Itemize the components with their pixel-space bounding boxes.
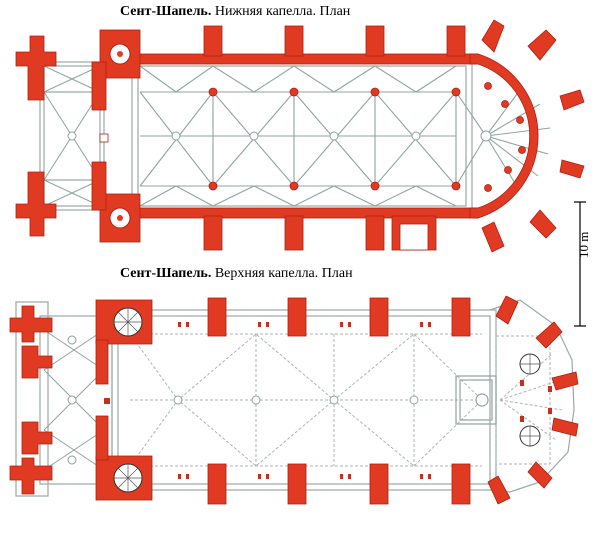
upper-chapel-title-bold: Сент-Шапель. xyxy=(120,266,212,281)
upper-walls xyxy=(9,295,579,505)
lower-chapel-plan xyxy=(15,19,585,253)
upper-altar-platform xyxy=(455,375,497,425)
lower-red-piers xyxy=(208,82,526,192)
upper-chapel-title: Сент-Шапель. Верхняя капелла. План xyxy=(120,266,353,282)
lower-bosses xyxy=(67,130,492,142)
lower-porch-ribs xyxy=(43,65,101,207)
upper-bosses xyxy=(67,335,419,465)
upper-wall-shafts xyxy=(104,322,552,479)
lower-chapel-title: Сент-Шапель. Нижняя капелла. План xyxy=(120,4,350,20)
lower-chapel-title-rest: Нижняя капелла. План xyxy=(211,4,351,19)
scale-bar xyxy=(574,201,586,327)
lower-chapel-title-bold: Сент-Шапель. xyxy=(120,4,212,19)
scale-bar-label: 10 m xyxy=(576,232,592,258)
lower-stair-towers xyxy=(109,43,131,229)
lower-small-niche xyxy=(99,133,109,143)
upper-chapel-title-rest: Верхняя капелла. План xyxy=(211,266,353,281)
upper-stair-wheels xyxy=(113,307,541,493)
lower-walls xyxy=(15,19,585,253)
lower-door-opening xyxy=(399,223,429,251)
upper-chapel-plan xyxy=(9,295,579,505)
scale-bar-label-text: 10 m xyxy=(576,231,591,258)
